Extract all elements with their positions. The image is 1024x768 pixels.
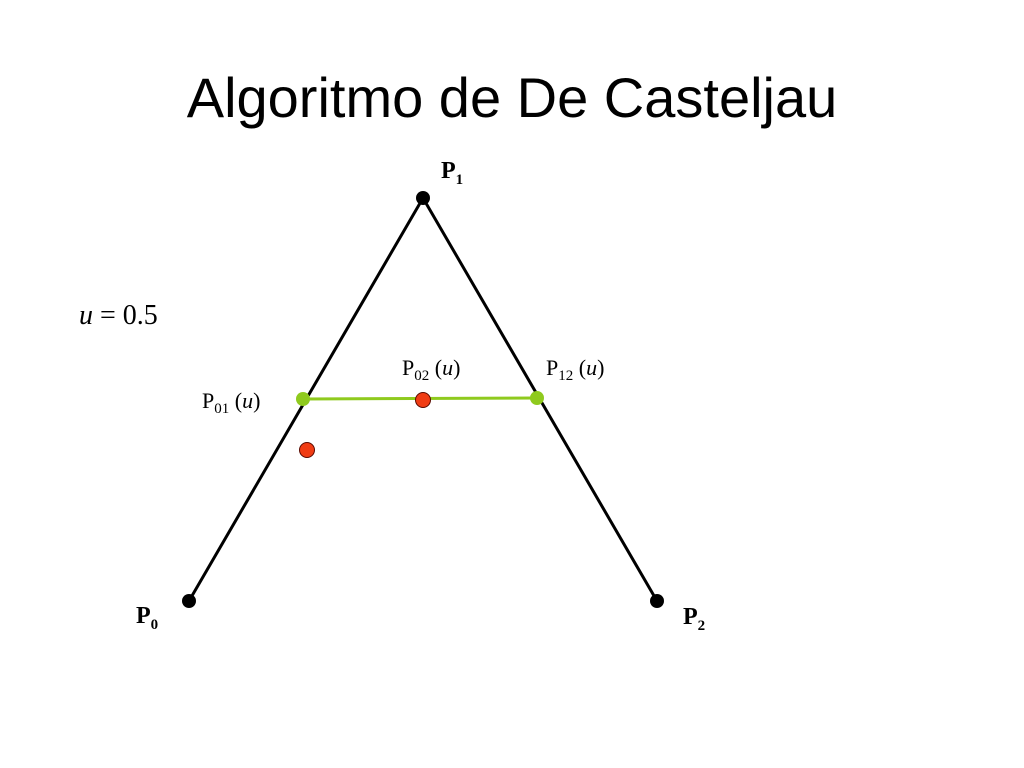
parameter-label: u = 0.5 [79, 300, 158, 331]
label-p2: P2 [683, 604, 706, 634]
curve-point-extra [299, 442, 315, 458]
label-p1: P1 [441, 158, 464, 188]
slide-title: Algoritmo de De Casteljau [186, 66, 838, 129]
control-point-p0 [182, 594, 196, 608]
control-point-p2 [650, 594, 664, 608]
curve-point-p02 [415, 392, 431, 408]
intermediate-point-p01 [296, 392, 310, 406]
label-p0: P0 [136, 603, 159, 633]
label-p12: P12 (u) [546, 355, 605, 384]
label-p01: P01 (u) [202, 388, 261, 417]
control-point-p1 [416, 191, 430, 205]
label-p02: P02 (u) [402, 355, 461, 384]
intermediate-point-p12 [530, 391, 544, 405]
